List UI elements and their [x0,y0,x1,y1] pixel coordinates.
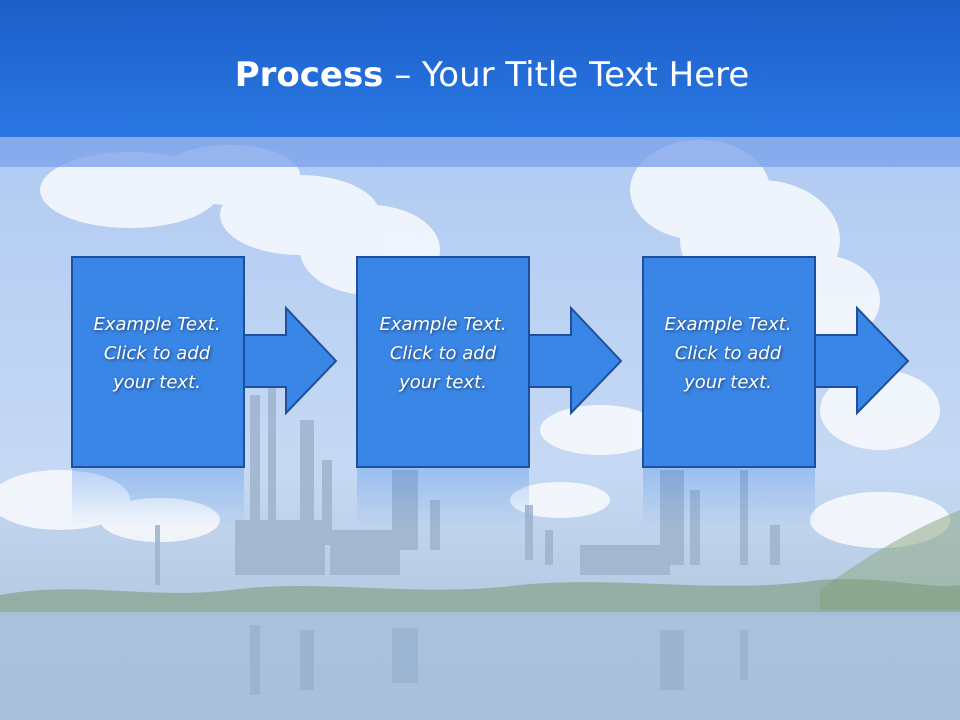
step-text-line: your text. [399,372,487,393]
step-text-line: Example Text. [379,314,507,335]
title-bar-strip [0,137,960,167]
process-step-1[interactable] [71,256,338,526]
process-step-3-text[interactable]: Example Text. Click to add your text. [641,310,815,397]
process-step-2[interactable] [356,256,623,526]
title-bar [0,0,960,137]
step-text-line: Click to add [103,343,211,364]
process-step-2-text[interactable]: Example Text. Click to add your text. [356,310,530,397]
step-text-line: Click to add [674,343,782,364]
process-step-3[interactable] [642,256,910,526]
step-text-line: Example Text. [664,314,792,335]
title-bold-text: Process [234,55,384,95]
step-text-line: Click to add [389,343,497,364]
step-text-line: your text. [684,372,772,393]
step-text-line: Example Text. [93,314,221,335]
title-rest-text: – Your Title Text Here [383,55,750,95]
step-text-line: your text. [113,372,201,393]
slide-title[interactable]: Process – Your Title Text Here [0,52,960,98]
process-step-1-text[interactable]: Example Text. Click to add your text. [70,310,244,397]
